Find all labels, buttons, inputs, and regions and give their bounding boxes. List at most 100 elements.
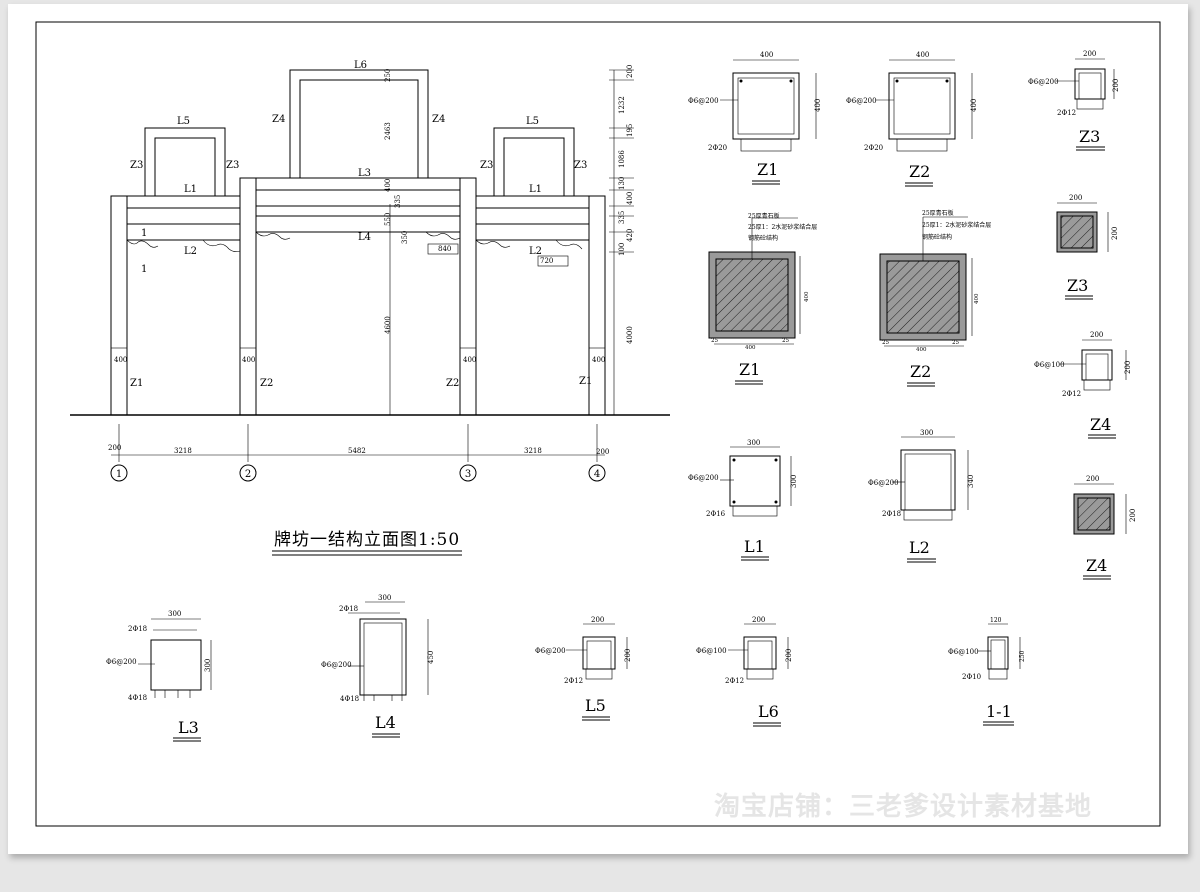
svg-text:200: 200 [591, 616, 604, 624]
svg-text:Φ6@200: Φ6@200 [1028, 78, 1059, 86]
label-z1-right: Z1 [579, 376, 592, 387]
callout-720: 720 [540, 257, 553, 265]
svg-text:Φ6@200: Φ6@200 [535, 647, 566, 655]
label-l2-left: L2 [184, 246, 197, 257]
hdim-200-left: 200 [108, 444, 121, 452]
rdim-1232: 1232 [618, 96, 626, 114]
svg-text:Φ6@200: Φ6@200 [106, 658, 137, 666]
svg-text:200: 200 [1069, 194, 1082, 202]
rdim-4000: 4000 [626, 326, 634, 344]
label-z3-b: Z3 [226, 160, 239, 171]
watermark-text: 淘宝店铺：三老爹设计素材基地 [714, 792, 1093, 822]
vdim-4600: 4600 [384, 316, 392, 334]
hdim-z2-left: 400 [242, 356, 255, 364]
section-z2-clad: 25厚青石板 25厚1：2水泥砂浆结合层 钢筋砼结构 25 400 25 400… [879, 209, 991, 387]
axis-bubble-1 [110, 464, 128, 482]
section-z3-clad: 200 200 Z3 [1056, 194, 1119, 300]
svg-text:2Φ20: 2Φ20 [708, 144, 727, 152]
section-title-z4: Z4 [1090, 415, 1111, 434]
svg-text:340: 340 [967, 475, 975, 488]
svg-text:2Φ12: 2Φ12 [564, 677, 583, 685]
vdim-350: 350 [401, 231, 409, 244]
svg-text:2Φ10: 2Φ10 [962, 673, 981, 681]
axis-2: 2 [245, 469, 251, 480]
callout-840: 840 [438, 245, 451, 253]
label-z3-d: Z3 [574, 160, 587, 171]
section-mark-upper: 1 [141, 228, 147, 239]
svg-text:200: 200 [1111, 227, 1119, 240]
section-title-z1-clad: Z1 [739, 360, 760, 379]
section-title-l4: L4 [375, 713, 396, 732]
svg-text:Φ6@200: Φ6@200 [868, 479, 899, 487]
section-title-z3: Z3 [1079, 127, 1100, 146]
section-l3: 300 300 2Φ18 Φ6@200 4Φ18 L3 [106, 610, 212, 742]
svg-text:400: 400 [804, 291, 810, 302]
svg-text:25: 25 [952, 340, 959, 346]
section-title-l6: L6 [758, 702, 779, 721]
section-title-1-1: 1-1 [986, 702, 1012, 721]
label-z4-right: Z4 [432, 114, 445, 125]
hdim-z2-right: 400 [463, 356, 476, 364]
section-l5: 200 200 Φ6@200 2Φ12 L5 [535, 616, 632, 721]
axis-bubble-4 [588, 464, 606, 482]
vdim-550: 550 [384, 213, 392, 226]
svg-text:钢筋砼结构: 钢筋砼结构 [922, 233, 952, 241]
rdim-335: 335 [618, 211, 626, 224]
svg-text:300: 300 [790, 475, 798, 488]
svg-text:Φ6@100: Φ6@100 [1034, 361, 1065, 369]
svg-text:400: 400 [916, 51, 929, 59]
hdim-200-right: 200 [596, 448, 609, 456]
column-z1-left [110, 195, 128, 416]
hdim-5482: 5482 [348, 447, 366, 455]
hdim-3218-left: 3218 [174, 447, 192, 455]
svg-text:400: 400 [760, 51, 773, 59]
svg-text:120: 120 [990, 617, 1002, 624]
label-l2-right: L2 [529, 246, 542, 257]
svg-text:250: 250 [1019, 650, 1026, 662]
svg-text:200: 200 [1086, 475, 1099, 483]
svg-text:2Φ18: 2Φ18 [882, 510, 901, 518]
section-title-l1: L1 [744, 537, 765, 556]
section-l4: 300 450 2Φ18 Φ6@200 4Φ18 L4 [321, 594, 435, 738]
rdim-200: 200 [626, 65, 634, 78]
axis-4: 4 [594, 469, 600, 480]
hdim-z1-left: 400 [114, 356, 127, 364]
svg-text:2Φ12: 2Φ12 [1057, 109, 1076, 117]
vdim-250: 250 [384, 69, 392, 82]
svg-text:300: 300 [204, 659, 212, 672]
section-title-z3-clad: Z3 [1067, 276, 1088, 295]
vdim-2463: 2463 [384, 122, 392, 140]
svg-text:400: 400 [916, 347, 927, 353]
top-frame-outer [289, 69, 429, 179]
svg-text:200: 200 [1090, 331, 1103, 339]
axis-3: 3 [465, 469, 471, 480]
rdim-420: 420 [626, 229, 634, 242]
rdim-130: 130 [618, 177, 626, 190]
right-frame-inner [503, 137, 565, 197]
hdim-3218-right: 3218 [524, 447, 542, 455]
section-z2: 400 400 Φ6@200 2Φ20 Z2 [846, 51, 978, 187]
label-l4: L4 [358, 232, 371, 243]
svg-text:钢筋砼结构: 钢筋砼结构 [748, 234, 778, 242]
drawing-sheet: L6 L5 L5 L3 L1 L1 L4 L2 L2 Z4 Z4 Z3 Z3 Z… [8, 4, 1188, 854]
section-z1: 400 400 Φ6@200 2Φ20 Z1 [688, 51, 822, 185]
section-title-l5: L5 [585, 696, 606, 715]
svg-text:25厚1：2水泥砂浆结合层: 25厚1：2水泥砂浆结合层 [748, 223, 817, 231]
label-z3-c: Z3 [480, 160, 493, 171]
section-l2: 300 340 Φ6@200 2Φ18 L2 [868, 429, 975, 563]
svg-text:200: 200 [624, 649, 632, 662]
vdim-400: 400 [384, 179, 392, 192]
svg-text:Φ6@100: Φ6@100 [948, 648, 979, 656]
section-mark-lower: 1 [141, 264, 147, 275]
svg-text:Φ6@200: Φ6@200 [321, 661, 352, 669]
svg-text:25: 25 [882, 340, 889, 346]
section-l6: 200 200 Φ6@100 2Φ12 L6 [696, 616, 793, 727]
svg-text:300: 300 [168, 610, 181, 618]
svg-text:25厚青石板: 25厚青石板 [922, 209, 954, 217]
svg-text:2Φ18: 2Φ18 [339, 605, 358, 613]
rdim-195: 195 [626, 124, 634, 137]
svg-text:2Φ16: 2Φ16 [706, 510, 726, 518]
label-z3-a: Z3 [130, 160, 143, 171]
section-title-z2: Z2 [909, 162, 930, 181]
section-title-z2-clad: Z2 [910, 362, 931, 381]
